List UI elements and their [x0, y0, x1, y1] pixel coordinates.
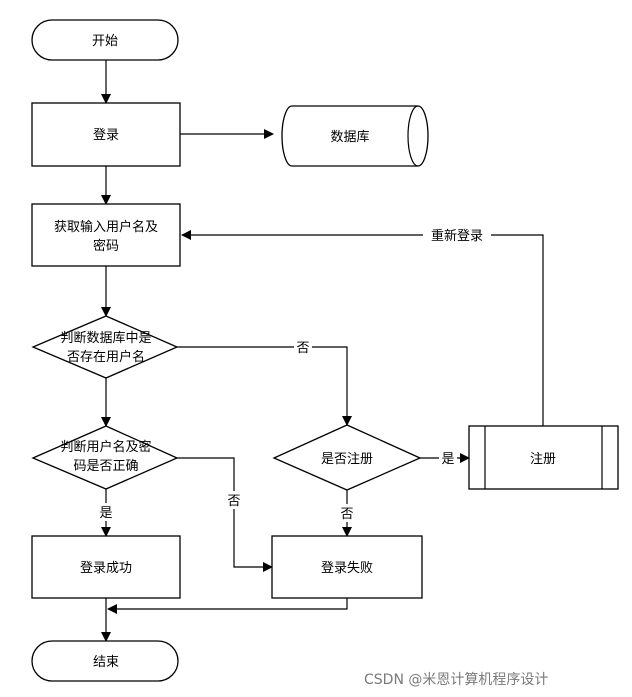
node-is-registered-label: 是否注册 [321, 452, 373, 467]
edge-label-exists-no: 否 [296, 341, 309, 356]
edge-exists-no-to-is-registered [177, 346, 352, 426]
node-get-input-line1: 获取输入用户名及 [54, 219, 158, 235]
node-get-input: 获取输入用户名及 密码 [31, 203, 181, 267]
edge-label-correct-yes: 是 [99, 506, 112, 521]
node-check-correct-line1: 判断用户名及密 [60, 439, 151, 455]
node-check-exists-line1: 判断数据库中是 [60, 330, 151, 346]
edge-label-register-yes: 是 [441, 452, 454, 467]
edge-correct-no-to-fail [177, 457, 273, 572]
connectors [101, 60, 544, 642]
node-database: 数据库 [281, 105, 429, 167]
node-start: 开始 [31, 19, 179, 61]
node-login-success-label: 登录成功 [80, 561, 132, 576]
edge-label-correct-no: 否 [227, 494, 240, 509]
node-check-correct: 判断用户名及密 码是否正确 [31, 425, 179, 490]
node-register: 注册 [468, 425, 619, 490]
node-login: 登录 [31, 102, 181, 167]
node-login-fail: 登录失败 [271, 535, 423, 599]
edge-label-registered-no: 否 [340, 507, 353, 522]
node-start-label: 开始 [92, 34, 118, 49]
node-is-registered: 是否注册 [272, 424, 422, 491]
node-database-label: 数据库 [330, 129, 369, 145]
node-end: 结束 [31, 640, 179, 682]
node-get-input-line2: 密码 [93, 238, 119, 254]
edge-register-to-input-relogin [181, 230, 544, 426]
node-check-correct-line2: 码是否正确 [73, 459, 138, 474]
edge-labels: 重新登录 否 是 否 是 否 [97, 226, 491, 522]
node-login-fail-label: 登录失败 [321, 561, 373, 576]
node-end-label: 结束 [93, 655, 119, 670]
edge-label-relogin: 重新登录 [431, 228, 483, 244]
edge-fail-to-end [107, 598, 348, 614]
node-login-success: 登录成功 [31, 535, 181, 599]
node-check-exists: 判断数据库中是 否存在用户名 [31, 315, 179, 379]
watermark: CSDN @米恩计算机程序设计 [364, 672, 549, 688]
node-register-label: 注册 [530, 452, 556, 467]
node-login-label: 登录 [93, 128, 119, 143]
node-check-exists-line2: 否存在用户名 [67, 349, 145, 365]
